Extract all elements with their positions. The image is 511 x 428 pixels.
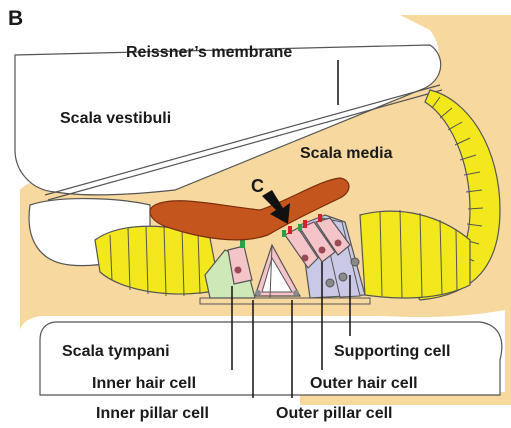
label-scala-vestibuli: Scala vestibuli xyxy=(60,110,171,127)
label-supporting-cell: Supporting cell xyxy=(334,343,450,360)
panel-letter: B xyxy=(8,7,23,30)
label-inner-pillar-cell: Inner pillar cell xyxy=(96,405,209,422)
label-outer-hair-cell: Outer hair cell xyxy=(310,375,418,392)
label-scala-media: Scala media xyxy=(300,145,393,162)
arrow-c-label: C xyxy=(251,176,264,196)
label-scala-tympani: Scala tympani xyxy=(62,343,170,360)
basilar-membrane xyxy=(200,298,370,304)
label-reissners-membrane: Reissner’s membrane xyxy=(126,44,292,61)
label-inner-hair-cell: Inner hair cell xyxy=(92,375,196,392)
label-outer-pillar-cell: Outer pillar cell xyxy=(276,405,392,422)
